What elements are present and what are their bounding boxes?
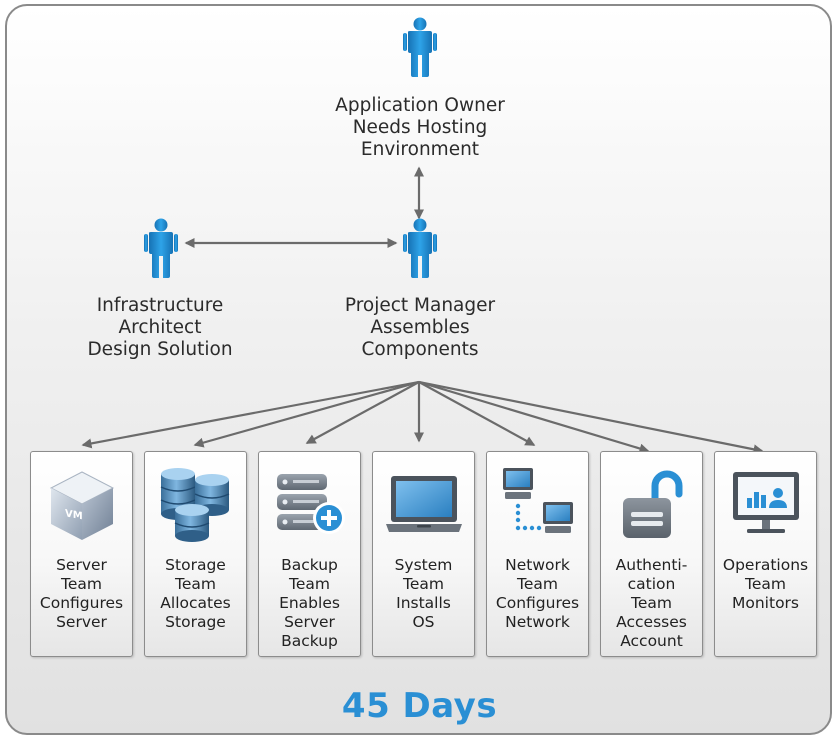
arrow-fan bbox=[81, 380, 764, 455]
monitor-chart-icon bbox=[733, 472, 799, 533]
duration-label: 45 Days bbox=[341, 686, 498, 726]
arrow-to-ops-team bbox=[418, 380, 764, 455]
infrastructure-architect-person-icon bbox=[144, 218, 178, 278]
padlock-icon bbox=[623, 470, 683, 538]
network-computers-icon bbox=[503, 468, 573, 533]
database-stack-icon bbox=[160, 468, 230, 542]
backup-server-icon bbox=[277, 474, 345, 534]
vm-cube-icon: VM bbox=[49, 471, 115, 540]
arrow-to-server-team bbox=[81, 380, 420, 449]
project-manager-person-icon bbox=[403, 218, 437, 278]
infrastructure-architect-label: Infrastructure Architect Design Solution bbox=[87, 295, 233, 360]
application-owner-label: Application Owner Needs Hosting Environm… bbox=[335, 95, 505, 160]
application-owner-person-icon bbox=[403, 17, 437, 77]
laptop-icon bbox=[386, 476, 462, 532]
arrow-to-backup-team bbox=[305, 381, 420, 444]
project-manager-label: Project Manager Assembles Components bbox=[344, 295, 496, 360]
arrow-to-network-team bbox=[418, 381, 536, 446]
arrow-to-auth-team bbox=[418, 380, 650, 454]
arrow-to-storage-team bbox=[193, 380, 420, 448]
svg-text:VM: VM bbox=[65, 508, 83, 522]
